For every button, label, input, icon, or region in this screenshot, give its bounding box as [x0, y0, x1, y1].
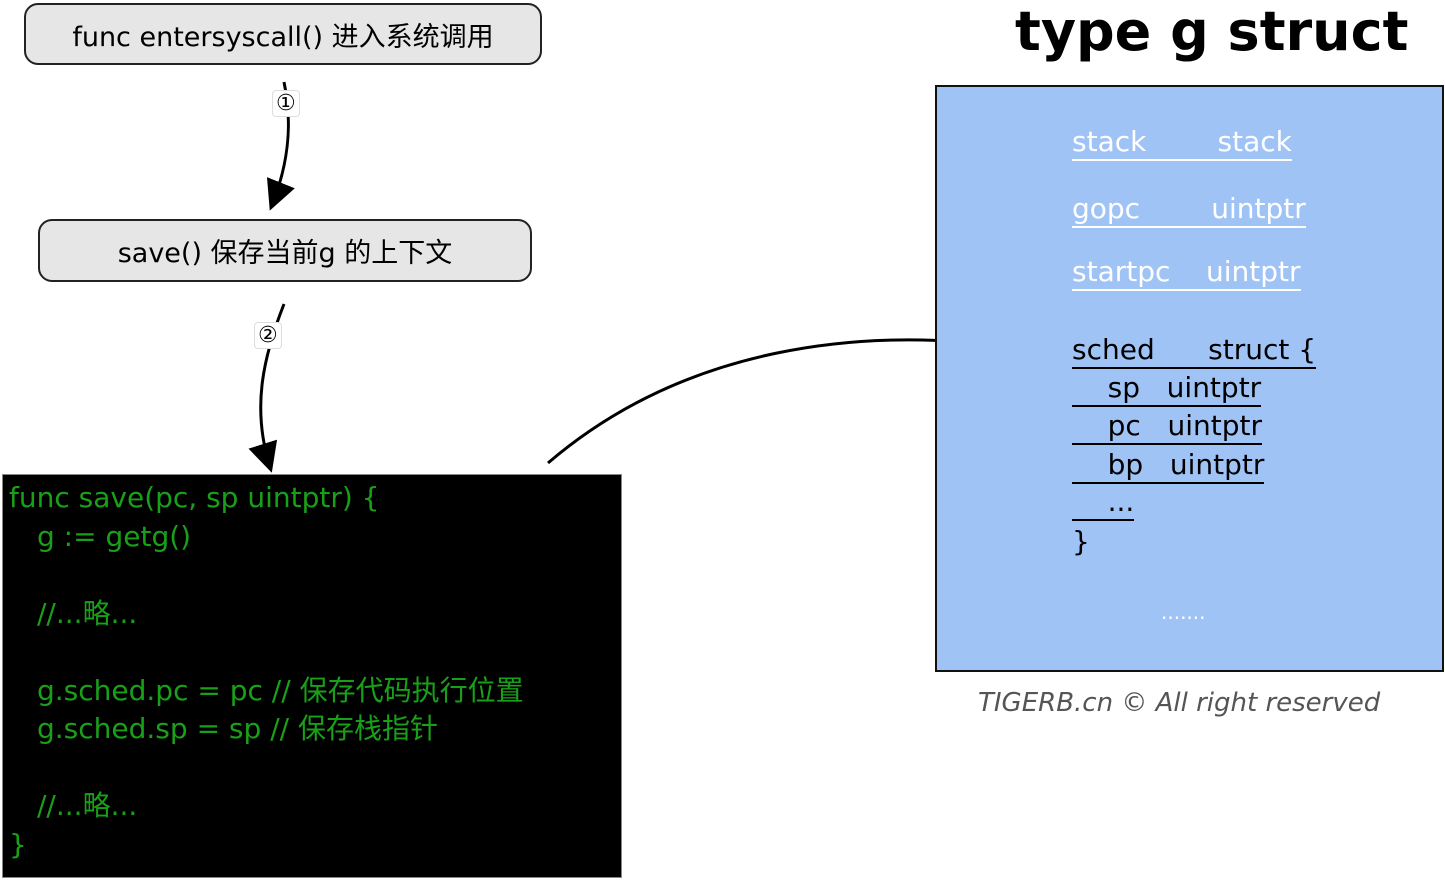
code-line: [9, 749, 615, 788]
field-gopc: gopc uintptr: [1072, 192, 1306, 228]
code-line: func save(pc, sp uintptr) {: [9, 481, 380, 514]
code-line: //...略...: [37, 596, 138, 630]
code-line: }: [9, 827, 27, 861]
step2-marker: ②: [254, 322, 282, 349]
code-line: g.sched.sp = sp // 保存栈指针: [37, 712, 438, 745]
code-line: g := getg(): [37, 519, 192, 553]
sched-sp: sp uintptr: [1072, 371, 1262, 407]
field-stack: stack stack: [1072, 125, 1292, 161]
save-box: save() 保存当前g 的上下文: [38, 219, 532, 282]
struct-title: type g struct: [1015, 0, 1409, 63]
code-line: [9, 633, 615, 672]
sched-close-brace: }: [1072, 525, 1090, 558]
more-fields: .......: [1161, 600, 1206, 624]
step1-marker: ①: [272, 90, 300, 117]
field-sched: sched struct {: [1072, 333, 1317, 369]
sched-ellipsis: ...: [1072, 485, 1135, 521]
sched-pc: pc uintptr: [1072, 409, 1262, 445]
code-line: //...略...: [37, 789, 138, 822]
code-block: func save(pc, sp uintptr) { g := getg() /…: [2, 474, 622, 878]
code-line: [9, 556, 615, 595]
sched-bp: bp uintptr: [1072, 448, 1265, 484]
copyright-footer: TIGERB.cn © All right reserved: [978, 688, 1381, 718]
code-line: g.sched.pc = pc // 保存代码执行位置: [37, 673, 524, 707]
g-struct-box: stack stack gopc uintptr startpc uintptr…: [935, 85, 1444, 672]
field-startpc: startpc uintptr: [1072, 255, 1301, 291]
entersyscall-box: func entersyscall() 进入系统调用: [24, 3, 542, 65]
